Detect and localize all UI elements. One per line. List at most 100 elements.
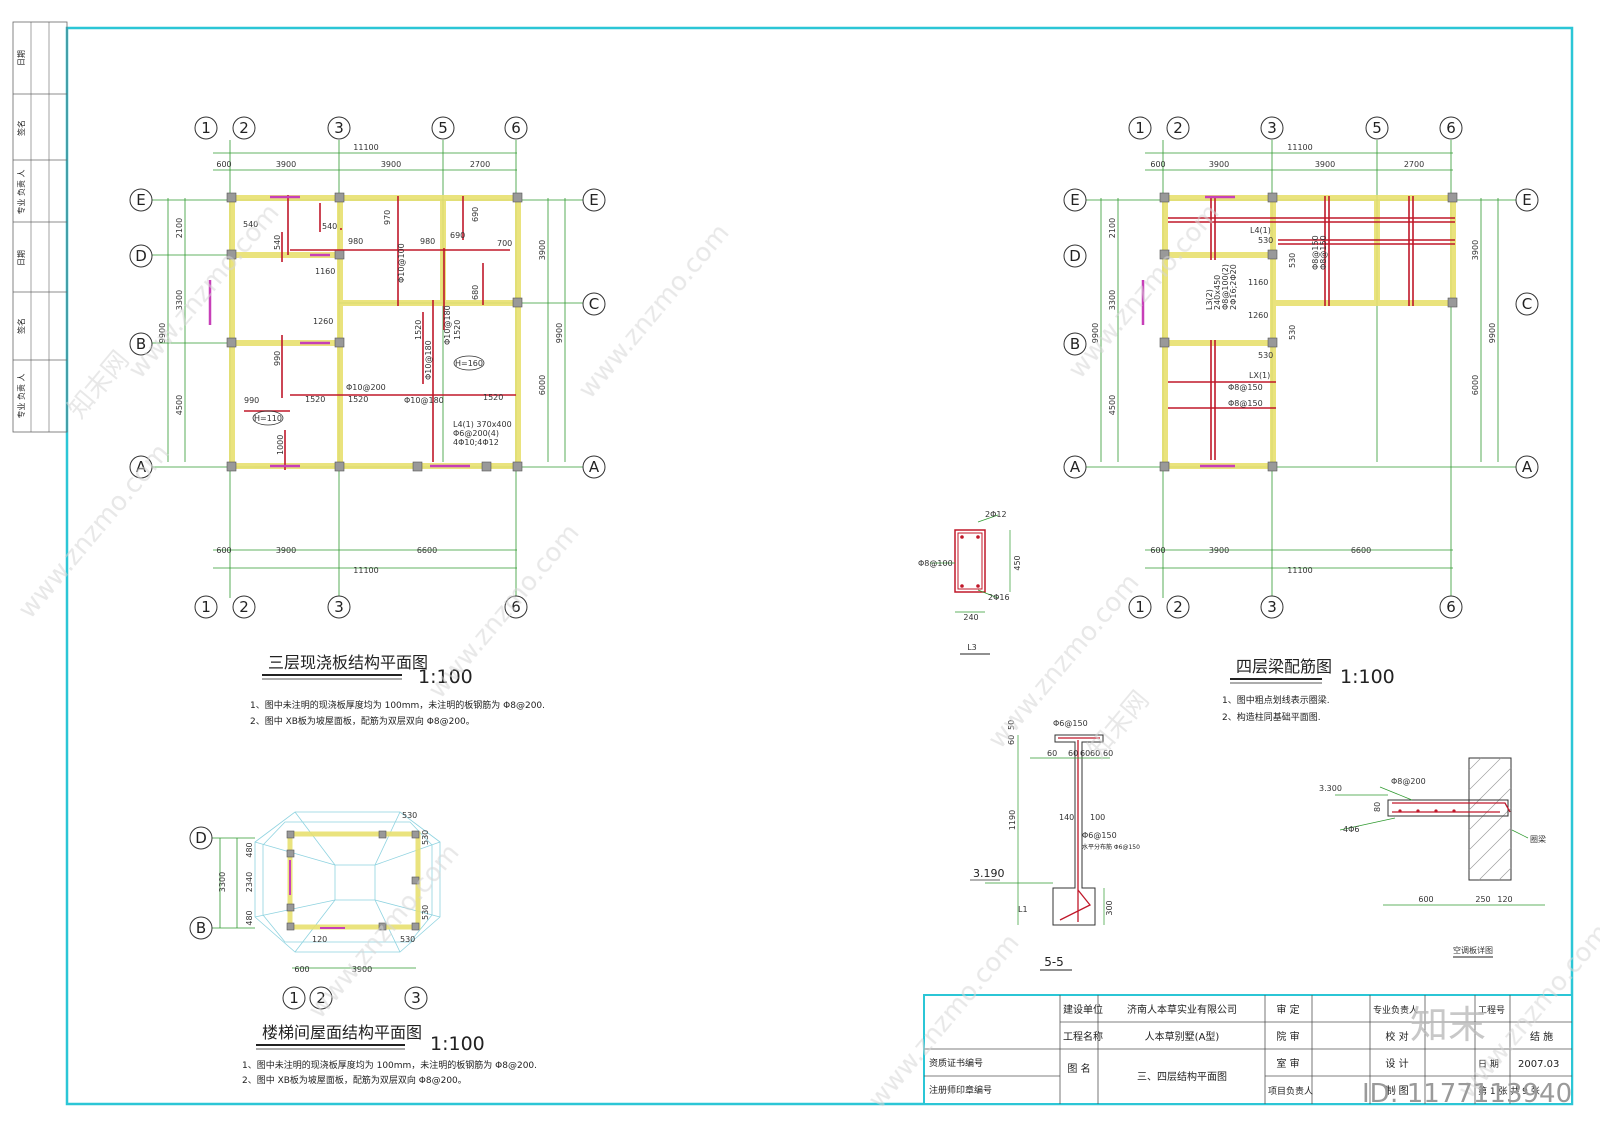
svg-text:3900: 3900 xyxy=(381,160,401,169)
svg-text:三、四层结构平面图: 三、四层结构平面图 xyxy=(1137,1070,1227,1083)
svg-text:60: 60 xyxy=(1007,735,1016,745)
svg-text:1、图中未注明的现浇板厚度均为 100mm，未注明的板钢筋为: 1、图中未注明的现浇板厚度均为 100mm，未注明的板钢筋为 Φ8@200. xyxy=(250,699,545,711)
svg-text:1520: 1520 xyxy=(453,320,462,340)
plan-floor4-title: 四层梁配筋图 xyxy=(1236,657,1332,676)
svg-text:L3(2): L3(2) xyxy=(1205,289,1214,310)
svg-text:审 定: 审 定 xyxy=(1276,1003,1299,1016)
svg-text:2340: 2340 xyxy=(245,872,254,892)
svg-text:B: B xyxy=(196,919,206,937)
section-l3: 2Φ12 2Φ16 Φ8@100 450 240 L3 xyxy=(918,510,1022,655)
svg-text:3300: 3300 xyxy=(175,290,184,310)
svg-text:第 1 张 共 9 张: 第 1 张 共 9 张 xyxy=(1478,1085,1540,1097)
svg-text:3900: 3900 xyxy=(1471,240,1480,260)
margin-label-2: 专业 负责 人 xyxy=(16,169,26,214)
svg-text:530: 530 xyxy=(1258,236,1273,245)
svg-text:3900: 3900 xyxy=(276,546,296,555)
svg-text:D: D xyxy=(135,247,147,265)
svg-text:2700: 2700 xyxy=(1404,160,1424,169)
svg-text:3: 3 xyxy=(334,119,344,137)
svg-text:1520: 1520 xyxy=(305,395,325,404)
svg-text:2、图中 XB板为坡屋面板，配筋为双层双向 Φ8@200。: 2、图中 XB板为坡屋面板，配筋为双层双向 Φ8@200。 xyxy=(242,1074,467,1086)
svg-text:2: 2 xyxy=(239,119,249,137)
svg-text:9900: 9900 xyxy=(1488,323,1497,343)
svg-text:6000: 6000 xyxy=(538,375,547,395)
svg-text:3.300: 3.300 xyxy=(1319,784,1342,793)
plan-floor3-scale: 1:100 xyxy=(418,666,473,688)
svg-text:结 施: 结 施 xyxy=(1530,1030,1553,1043)
svg-text:Φ10@100: Φ10@100 xyxy=(397,243,406,283)
svg-text:Φ6@200(4): Φ6@200(4) xyxy=(453,429,499,438)
svg-text:2、构造柱同基础平面图.: 2、构造柱同基础平面图. xyxy=(1222,711,1321,723)
svg-text:L4(1): L4(1) xyxy=(1250,226,1271,235)
svg-text:知末网: 知末网 xyxy=(1082,685,1155,764)
svg-text:120: 120 xyxy=(312,935,327,944)
section-5-5: Φ6@150 60 50 60 60 60 60 60 1190 140 100… xyxy=(970,719,1140,971)
svg-text:3900: 3900 xyxy=(352,965,372,974)
svg-text:C: C xyxy=(589,295,599,313)
svg-text:2007.03: 2007.03 xyxy=(1518,1059,1559,1070)
svg-text:1: 1 xyxy=(201,598,211,616)
svg-text:E: E xyxy=(1522,191,1531,209)
svg-text:250: 250 xyxy=(1475,895,1490,904)
svg-text:6: 6 xyxy=(511,119,521,137)
svg-text:600: 600 xyxy=(1418,895,1433,904)
svg-text:690: 690 xyxy=(450,231,465,240)
margin-label-5: 专业 负责 人 xyxy=(16,373,26,418)
svg-text:www.znzmo.com: www.znzmo.com xyxy=(302,838,465,1024)
svg-text:建设单位: 建设单位 xyxy=(1063,1003,1103,1016)
svg-text:3: 3 xyxy=(1267,598,1277,616)
svg-text:2Φ12: 2Φ12 xyxy=(985,510,1007,519)
plan-floor4: 1 2 3 5 6 1 2 3 6 E D B A E C A 11100 60… xyxy=(1063,116,1539,723)
svg-text:Φ10@200: Φ10@200 xyxy=(346,383,386,392)
svg-text:120: 120 xyxy=(1497,895,1512,904)
svg-text:Φ8@150: Φ8@150 xyxy=(1319,235,1328,270)
svg-text:人本草别墅(A型): 人本草别墅(A型) xyxy=(1145,1030,1220,1043)
svg-text:A: A xyxy=(589,458,600,476)
svg-text:www.znzmo.com: www.znzmo.com xyxy=(422,518,585,704)
svg-text:980: 980 xyxy=(420,237,435,246)
svg-text:450: 450 xyxy=(1013,555,1022,570)
svg-text:6: 6 xyxy=(511,598,521,616)
svg-text:1: 1 xyxy=(201,119,211,137)
svg-text:600: 600 xyxy=(1150,160,1165,169)
svg-text:3: 3 xyxy=(1267,119,1277,137)
svg-text:5: 5 xyxy=(438,119,448,137)
axis-bubbles-left-f4: E D B A xyxy=(1063,188,1087,479)
section-5-5-label: 5-5 xyxy=(1044,955,1064,969)
svg-text:Φ8@100(2): Φ8@100(2) xyxy=(1221,264,1230,310)
svg-text:设 计: 设 计 xyxy=(1385,1057,1408,1070)
svg-text:4Φ6: 4Φ6 xyxy=(1343,825,1359,834)
plan-stair-scale: 1:100 xyxy=(430,1033,485,1055)
svg-text:240: 240 xyxy=(963,613,978,622)
svg-text:9900: 9900 xyxy=(158,323,167,343)
axis-bubbles-right-f4: E C A xyxy=(1515,188,1539,479)
svg-text:530: 530 xyxy=(1258,351,1273,360)
svg-text:A: A xyxy=(136,458,147,476)
svg-text:9900: 9900 xyxy=(1091,323,1100,343)
axis-bubbles-top-f3: 1 2 3 5 6 xyxy=(194,116,528,140)
svg-text:D: D xyxy=(195,829,207,847)
svg-text:50: 50 xyxy=(1007,720,1016,730)
svg-text:3900: 3900 xyxy=(1315,160,1335,169)
dim-top-total: 11100 xyxy=(353,143,378,152)
svg-text:530: 530 xyxy=(1288,325,1297,340)
svg-text:1520: 1520 xyxy=(414,320,423,340)
svg-text:9900: 9900 xyxy=(555,323,564,343)
svg-text:2100: 2100 xyxy=(1108,218,1117,238)
svg-text:A: A xyxy=(1522,458,1533,476)
svg-text:2100: 2100 xyxy=(175,218,184,238)
svg-text:6: 6 xyxy=(1446,119,1456,137)
svg-text:480: 480 xyxy=(245,842,254,857)
svg-text:E: E xyxy=(136,191,145,209)
svg-text:600: 600 xyxy=(1150,546,1165,555)
svg-text:540: 540 xyxy=(273,235,282,250)
margin-label-3: 日期 xyxy=(17,250,26,266)
axis-bubbles-left-f3: E D B A xyxy=(129,188,153,479)
section-ac-slab: 3.300 Φ8@200 80 4Φ6 圈梁 600 250 120 空调板详图 xyxy=(1319,757,1546,958)
svg-text:480: 480 xyxy=(245,910,254,925)
svg-text:E: E xyxy=(1070,191,1079,209)
svg-text:A: A xyxy=(1070,458,1081,476)
svg-text:1190: 1190 xyxy=(1008,810,1017,830)
svg-text:1: 1 xyxy=(1135,119,1145,137)
svg-text:970: 970 xyxy=(383,210,392,225)
